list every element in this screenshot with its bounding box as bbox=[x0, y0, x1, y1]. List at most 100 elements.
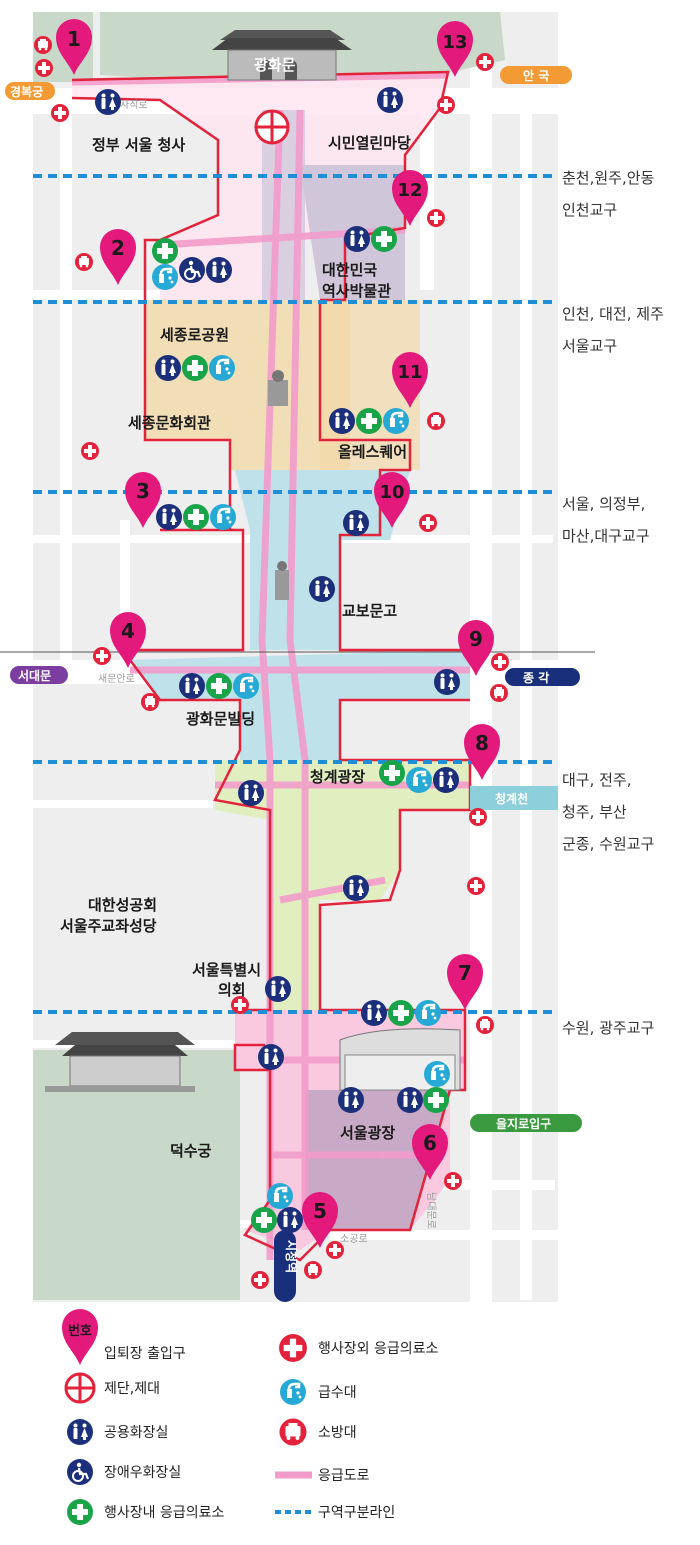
medical-icon bbox=[206, 673, 232, 699]
zone-3-line2: 마산,대구교구 bbox=[562, 527, 650, 545]
legend-altar-icon bbox=[64, 1372, 96, 1404]
label-council-2: 의회 bbox=[218, 981, 246, 999]
svg-text:1: 1 bbox=[67, 27, 81, 51]
entrance-pin-3: 3 bbox=[125, 472, 161, 528]
station-label: 안 국 bbox=[523, 68, 549, 83]
restroom-icon bbox=[344, 226, 370, 252]
entrance-pin-4: 4 bbox=[110, 612, 146, 668]
station-gyeongbokgung: 경복궁 bbox=[5, 82, 55, 100]
zone-2-line2: 서울교구 bbox=[562, 337, 618, 355]
label-history-museum-1: 대한민국 bbox=[322, 261, 377, 279]
legend-fire-label: 소방대 bbox=[318, 1425, 357, 1441]
label-council-1: 서울특별시 bbox=[192, 961, 261, 979]
svg-text:5: 5 bbox=[313, 1199, 327, 1223]
zone-label-2: 인천, 대전, 제주 서울교구 bbox=[562, 298, 664, 362]
zone-4-line2: 청주, 부산 bbox=[562, 803, 627, 821]
entrance-pin-11: 11 bbox=[392, 352, 428, 408]
road-namdaemun: 남대문로 bbox=[425, 1192, 437, 1229]
medical-icon bbox=[183, 504, 209, 530]
svg-text:6: 6 bbox=[423, 1131, 437, 1155]
restroom-icon bbox=[156, 504, 182, 530]
medical-icon bbox=[152, 238, 178, 264]
medical-icon bbox=[182, 355, 208, 381]
medical-icon bbox=[251, 1207, 277, 1233]
svg-text:11: 11 bbox=[397, 362, 422, 383]
restroom-icon bbox=[179, 673, 205, 699]
zone-5-line1: 수원, 광주교구 bbox=[562, 1019, 655, 1037]
svg-text:10: 10 bbox=[379, 482, 404, 503]
entrance-pin-8: 8 bbox=[464, 724, 500, 780]
entrance-pin-13: 13 bbox=[437, 21, 473, 77]
legend-restroom-label: 공용화장실 bbox=[104, 1425, 168, 1441]
legend-water-icon bbox=[278, 1377, 308, 1407]
altar-icon bbox=[254, 109, 290, 145]
station-label: 을지로입구 bbox=[496, 1116, 551, 1131]
event-boundary bbox=[71, 70, 472, 1262]
cheonggyecheon-stream: 청계천 bbox=[470, 786, 558, 810]
zone-1-line2: 인천교구 bbox=[562, 201, 618, 219]
station-label: 서대문 bbox=[18, 668, 51, 683]
medical-icon bbox=[423, 1087, 449, 1113]
label-history-museum-2: 역사박물관 bbox=[322, 282, 391, 300]
svg-text:8: 8 bbox=[475, 731, 489, 755]
restroom-icon bbox=[309, 576, 335, 602]
statue-icon bbox=[268, 370, 289, 600]
zone-4-line3: 군종, 수원교구 bbox=[562, 835, 655, 853]
station-seodaemun: 서대문 bbox=[10, 666, 68, 684]
svg-text:3: 3 bbox=[136, 479, 150, 503]
zone-label-1: 춘천,원주,안동 인천교구 bbox=[562, 162, 654, 226]
svg-text:번호: 번호 bbox=[68, 1324, 92, 1339]
entrance-pin-2: 2 bbox=[100, 229, 136, 285]
gwanghwamun-gate bbox=[212, 30, 352, 81]
zone-2-line1: 인천, 대전, 제주 bbox=[562, 305, 664, 323]
restroom-icon bbox=[361, 1000, 387, 1026]
legend-road-label: 응급도로 bbox=[318, 1468, 370, 1484]
legend-fire-icon bbox=[279, 1418, 307, 1446]
label-seoul-plaza: 서울광장 bbox=[340, 1124, 395, 1142]
medical-icon bbox=[379, 760, 405, 786]
restroom-icon bbox=[95, 89, 121, 115]
station-label: 시청역 bbox=[284, 1240, 299, 1273]
water-icon bbox=[265, 1181, 295, 1211]
svg-text:12: 12 bbox=[397, 180, 422, 201]
zone-4-line1: 대구, 전주, bbox=[562, 771, 632, 789]
road-saemunan: 새문안로 bbox=[98, 673, 135, 685]
entrance-pins: 1 2 3 4 5 6 7 8 9 10 11 12 13 bbox=[56, 19, 500, 1248]
stream-label: 청계천 bbox=[495, 791, 528, 806]
zone-label-4: 대구, 전주, 청주, 부산 군종, 수원교구 bbox=[562, 764, 654, 860]
restroom-icon bbox=[155, 355, 181, 381]
svg-text:9: 9 bbox=[469, 627, 483, 651]
legend-outer-medical-icon bbox=[279, 1334, 307, 1362]
entrance-pin-1: 1 bbox=[56, 19, 92, 75]
label-citizen-madang: 시민열린마당 bbox=[328, 134, 411, 152]
restroom-icon bbox=[343, 875, 369, 901]
label-gov-complex: 정부 서울 청사 bbox=[92, 136, 185, 154]
legend-water-label: 급수대 bbox=[318, 1385, 357, 1401]
legend-entrance-label: 입퇴장 출입구 bbox=[104, 1346, 186, 1362]
entrance-pin-12: 12 bbox=[392, 170, 428, 226]
station-label: 경복궁 bbox=[10, 85, 43, 99]
svg-text:4: 4 bbox=[121, 619, 135, 643]
medical-icon bbox=[356, 408, 382, 434]
svg-text:13: 13 bbox=[442, 32, 467, 53]
entrance-pin-9: 9 bbox=[458, 620, 494, 676]
legend-restroom-icon bbox=[67, 1419, 93, 1445]
entrance-pin-7: 7 bbox=[447, 954, 483, 1010]
water-icon bbox=[381, 406, 411, 436]
legend-altar-label: 제단,제대 bbox=[104, 1381, 160, 1397]
zone-1-line1: 춘천,원주,안동 bbox=[562, 169, 655, 187]
entrance-pin-5: 5 bbox=[302, 1192, 338, 1248]
water-icon bbox=[422, 1059, 452, 1089]
legend-outer-medical-label: 행사장외 응급의료소 bbox=[318, 1341, 438, 1357]
restroom-icon bbox=[206, 257, 232, 283]
water-icon bbox=[413, 998, 443, 1028]
station-euljiro: 을지로입구 bbox=[470, 1114, 582, 1132]
label-sejong-center: 세종문화회관 bbox=[128, 414, 211, 432]
legend-inner-medical-label: 행사장내 응급의료소 bbox=[104, 1505, 224, 1521]
restroom-icon bbox=[433, 767, 459, 793]
svg-text:2: 2 bbox=[111, 236, 125, 260]
legend-inner-medical-icon bbox=[67, 1499, 93, 1525]
entrance-pin-10: 10 bbox=[374, 472, 410, 528]
deoksugung-hall bbox=[45, 1032, 195, 1092]
